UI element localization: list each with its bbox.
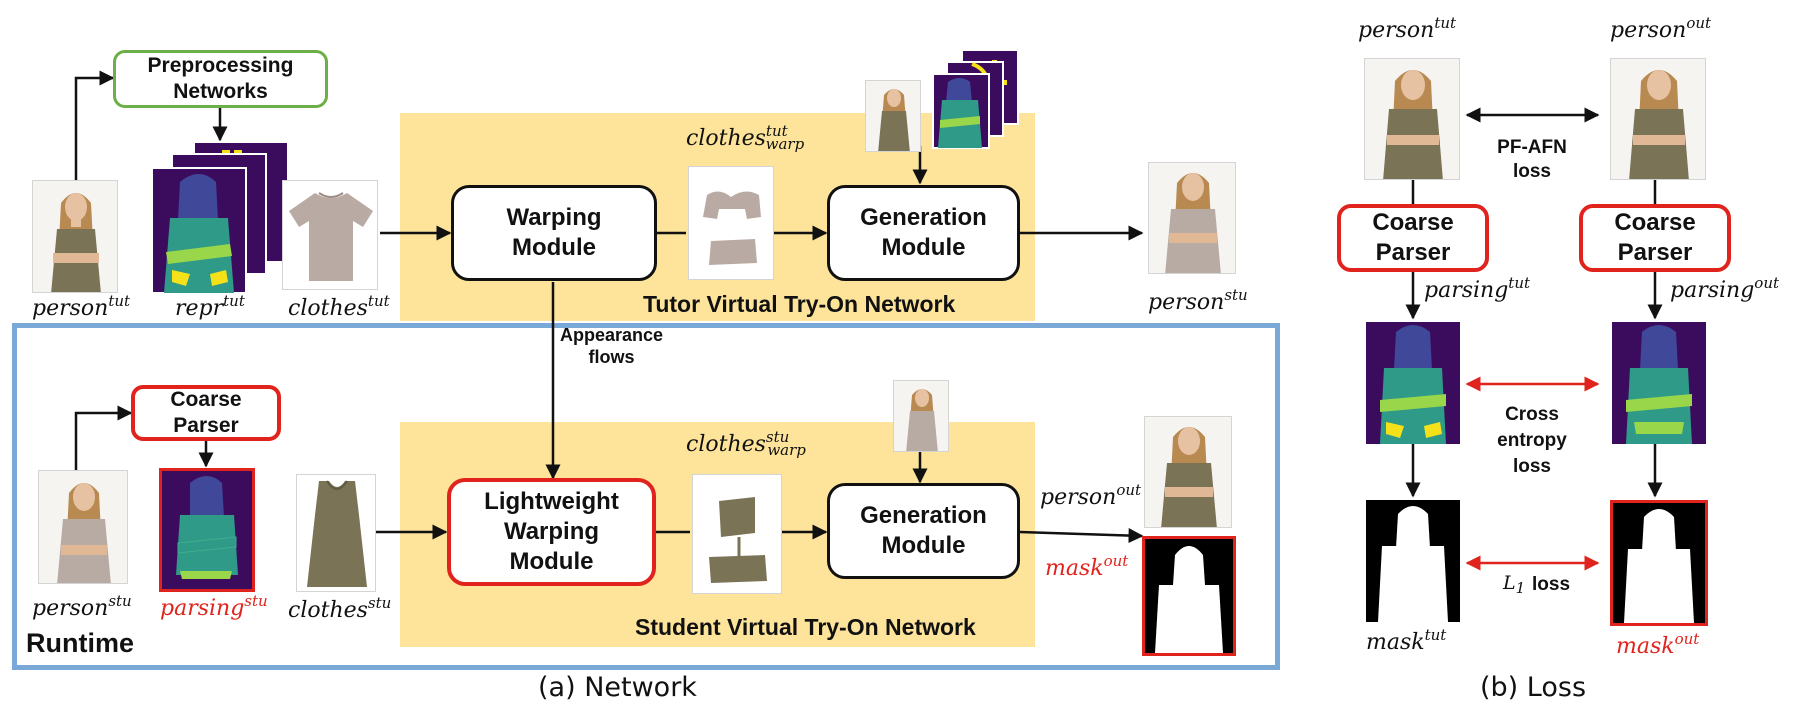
lightweight-warping-module-box: Lightweight Warping Module — [447, 478, 656, 586]
loss-label-parsing-tut: parsingtut — [1424, 274, 1531, 304]
person-stu-output-image — [1148, 162, 1236, 274]
loss-coarse-parser-left-label: Coarse Parser — [1372, 209, 1454, 266]
loss-l1-word: loss — [1532, 574, 1571, 595]
warping-module-label: Warping Module — [506, 204, 602, 261]
student-network-label: Student Virtual Try-On Network — [635, 614, 976, 640]
loss-coarse-parser-right-label: Coarse Parser — [1614, 209, 1696, 266]
loss-l1-symbol: L1 — [1503, 572, 1526, 597]
loss-person-tut-image — [1364, 58, 1460, 180]
person-tut-image — [32, 180, 118, 293]
label-person-stu-output: personstu — [1148, 286, 1248, 316]
generation-condition-person-stu-image — [893, 380, 949, 452]
mask-out-image — [1142, 536, 1236, 656]
label-person-out: personout — [1040, 481, 1142, 511]
loss-caption: (b) Loss — [1480, 672, 1587, 703]
network-caption: (a) Network — [538, 672, 697, 703]
clothes-tut-image — [282, 180, 378, 290]
loss-mask-out-image — [1610, 500, 1708, 626]
appearance-flows-label: Appearance flows — [560, 325, 664, 367]
coarse-parser-runtime-label: Coarse Parser — [170, 388, 242, 437]
generation-module-bottom-box: Generation Module — [827, 483, 1020, 579]
label-person-tut: persontut — [32, 292, 131, 322]
label-clothes-warp-stu: clothesstuwarp — [686, 428, 806, 459]
loss-person-out-image — [1610, 58, 1706, 180]
cross-entropy-loss-label: Cross entropy loss — [1497, 404, 1567, 477]
clothes-stu-image — [296, 474, 376, 592]
coarse-parser-runtime-box: Coarse Parser — [131, 385, 281, 441]
generation-module-bottom-label: Generation Module — [860, 502, 987, 559]
label-parsing-stu: parsingstu — [160, 592, 268, 622]
clothes-warp-stu-image — [692, 474, 782, 594]
label-repr-tut: reprtut — [175, 292, 245, 322]
lightweight-warping-module-label: Lightweight Warping Module — [484, 488, 619, 575]
label-clothes-stu: clothesstu — [288, 594, 392, 624]
loss-coarse-parser-left-box: Coarse Parser — [1337, 204, 1489, 272]
generation-module-top-label: Generation Module — [860, 204, 987, 261]
preprocessing-label: Preprocessing Networks — [147, 54, 294, 103]
generation-module-top-box: Generation Module — [827, 185, 1020, 281]
parsing-stu-image — [159, 468, 255, 592]
label-clothes-warp-tut: clothestutwarp — [686, 122, 805, 153]
loss-mask-tut-image — [1366, 500, 1460, 622]
loss-label-parsing-out: parsingout — [1670, 274, 1780, 304]
loss-parsing-tut-image — [1366, 322, 1460, 444]
pfafn-loss-label: PF-AFN loss — [1497, 137, 1567, 182]
person-stu-image — [38, 470, 128, 584]
loss-parsing-out-image — [1612, 322, 1706, 444]
person-out-image — [1144, 416, 1232, 528]
warping-module-box: Warping Module — [451, 185, 657, 281]
generation-condition-maps — [932, 50, 1020, 150]
loss-label-mask-tut: masktut — [1366, 626, 1447, 656]
clothes-warp-tut-image — [688, 166, 774, 280]
runtime-label: Runtime — [26, 628, 134, 658]
label-clothes-tut: clothestut — [288, 292, 390, 322]
loss-label-person-out: personout — [1610, 14, 1712, 44]
loss-label-mask-out: maskout — [1616, 630, 1700, 660]
loss-coarse-parser-right-box: Coarse Parser — [1579, 204, 1731, 272]
preprocessing-networks-box: Preprocessing Networks — [113, 50, 328, 108]
generation-condition-person-image — [865, 80, 921, 152]
label-person-stu: personstu — [32, 592, 132, 622]
tutor-network-label: Tutor Virtual Try-On Network — [643, 291, 956, 317]
loss-label-person-tut: persontut — [1358, 14, 1457, 44]
runtime-box — [12, 323, 1280, 670]
repr-tut-stack — [150, 140, 290, 295]
label-mask-out: maskout — [1045, 552, 1129, 582]
